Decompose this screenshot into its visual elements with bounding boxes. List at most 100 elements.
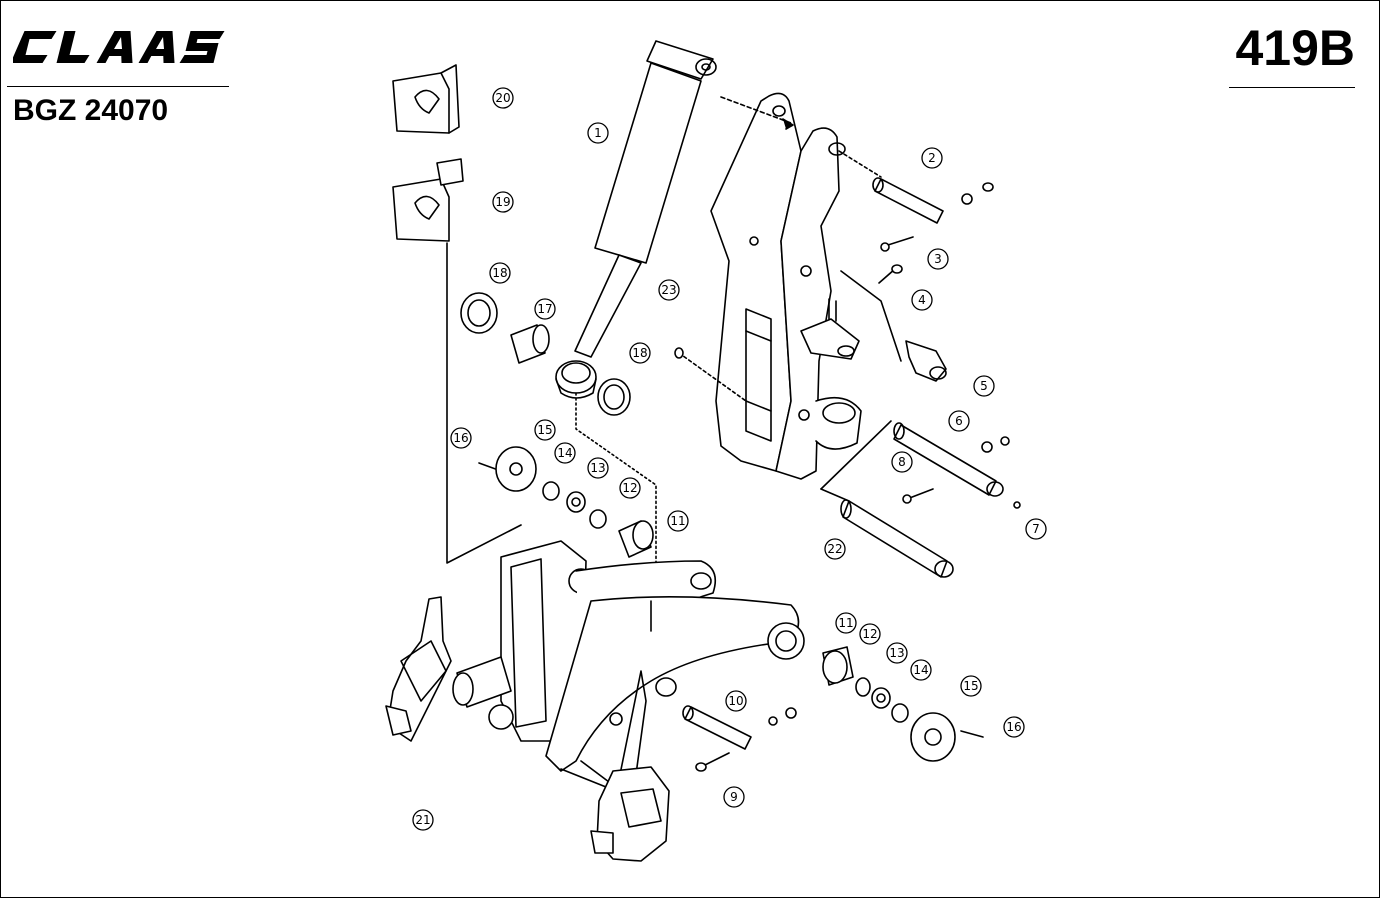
callout-circle [629,342,651,364]
hydraulic-cylinder-part [555,40,717,399]
callout-number: 5 [980,379,988,393]
callout-c11b: 11 [835,612,857,634]
callout-number: 16 [1006,720,1021,734]
callout-circle [973,375,995,397]
callout-number: 22 [827,542,842,556]
callout-number: 4 [918,293,926,307]
callout-c23: 23 [658,279,680,301]
lock-clip-part-5 [840,270,947,382]
hook-plate-left [385,596,452,742]
callout-c15b: 15 [960,675,982,697]
bolt-part-3 [880,236,914,252]
callout-number: 13 [590,461,605,475]
callout-number: 17 [537,302,552,316]
callout-circle [667,510,689,532]
callout-circle [489,262,511,284]
callout-c12b: 12 [859,623,881,645]
main-frame-bracket [710,92,862,480]
callout-c14a: 14 [554,442,576,464]
washer-stack-right [822,646,984,762]
callout-number: 19 [495,195,510,209]
callout-circle [658,279,680,301]
callout-number: 10 [728,694,743,708]
callout-circle [891,451,913,473]
callout-c13b: 13 [886,642,908,664]
callout-c18a: 18 [489,262,511,284]
callout-circle [492,191,514,213]
seal-ring-part-18 [460,292,631,416]
grease-nipple-part-4 [878,264,903,284]
callout-number: 11 [670,514,685,528]
callout-circle [554,442,576,464]
lower-arm-part-21 [452,540,805,812]
header-rule-right [1229,87,1355,88]
callout-c5: 5 [973,375,995,397]
callout-circle [1025,518,1047,540]
bolt-part-9 [695,752,730,772]
callout-circle [587,122,609,144]
callout-number: 11 [838,616,853,630]
screw-part-23 [674,347,747,402]
callout-c8: 8 [891,451,913,473]
callout-c19: 19 [492,191,514,213]
callout-c2: 2 [921,147,943,169]
callout-number: 16 [453,431,468,445]
callout-number: 15 [537,423,552,437]
hook-clip-part-19 [392,158,522,564]
washer-stack-left [478,392,657,622]
pin-part-2 [838,150,994,224]
callout-circle [927,248,949,270]
hook-clip-part-20 [392,64,460,134]
callout-circle [835,612,857,634]
callout-c7: 7 [1025,518,1047,540]
callout-c16b: 16 [1003,716,1025,738]
page-code: 419B [1235,20,1355,76]
callout-number: 9 [730,790,738,804]
callout-number: 6 [955,414,963,428]
callout-c13a: 13 [587,457,609,479]
callout-c11a: 11 [667,510,689,532]
callout-number: 14 [557,446,572,460]
callout-circle [534,298,556,320]
callout-group: 1234567891011111212131314141515161617181… [412,87,1047,831]
callout-circle [960,675,982,697]
bolt-part-8 [902,488,934,504]
callout-circle [534,419,556,441]
callout-number: 13 [889,646,904,660]
callout-c12a: 12 [619,477,641,499]
callout-c21: 21 [412,809,434,831]
callout-number: 21 [415,813,430,827]
document-code: BGZ 24070 [13,94,169,127]
shaft-part-22 [820,420,954,578]
callout-c17: 17 [534,298,556,320]
callout-c1: 1 [587,122,609,144]
callout-number: 18 [492,266,507,280]
callout-number: 20 [495,91,510,105]
callout-number: 3 [934,252,942,266]
callout-number: 14 [913,663,928,677]
callout-circle [1003,716,1025,738]
callout-circle [619,477,641,499]
callout-c20: 20 [492,87,514,109]
callout-circle [948,410,970,432]
callout-circle [492,87,514,109]
callout-c18b: 18 [629,342,651,364]
callout-number: 15 [963,679,978,693]
callout-number: 8 [898,455,906,469]
callout-circle [886,642,908,664]
callout-c15a: 15 [534,419,556,441]
callout-c3: 3 [927,248,949,270]
callout-number: 23 [661,283,676,297]
callout-circle [723,786,745,808]
callout-number: 2 [928,151,936,165]
callout-c9: 9 [723,786,745,808]
callout-circle [412,809,434,831]
callout-circle [587,457,609,479]
callout-number: 1 [594,126,602,140]
callout-c16a: 16 [450,427,472,449]
callout-number: 12 [622,481,637,495]
callout-c4: 4 [911,289,933,311]
shaft-part-6 [893,422,1021,509]
